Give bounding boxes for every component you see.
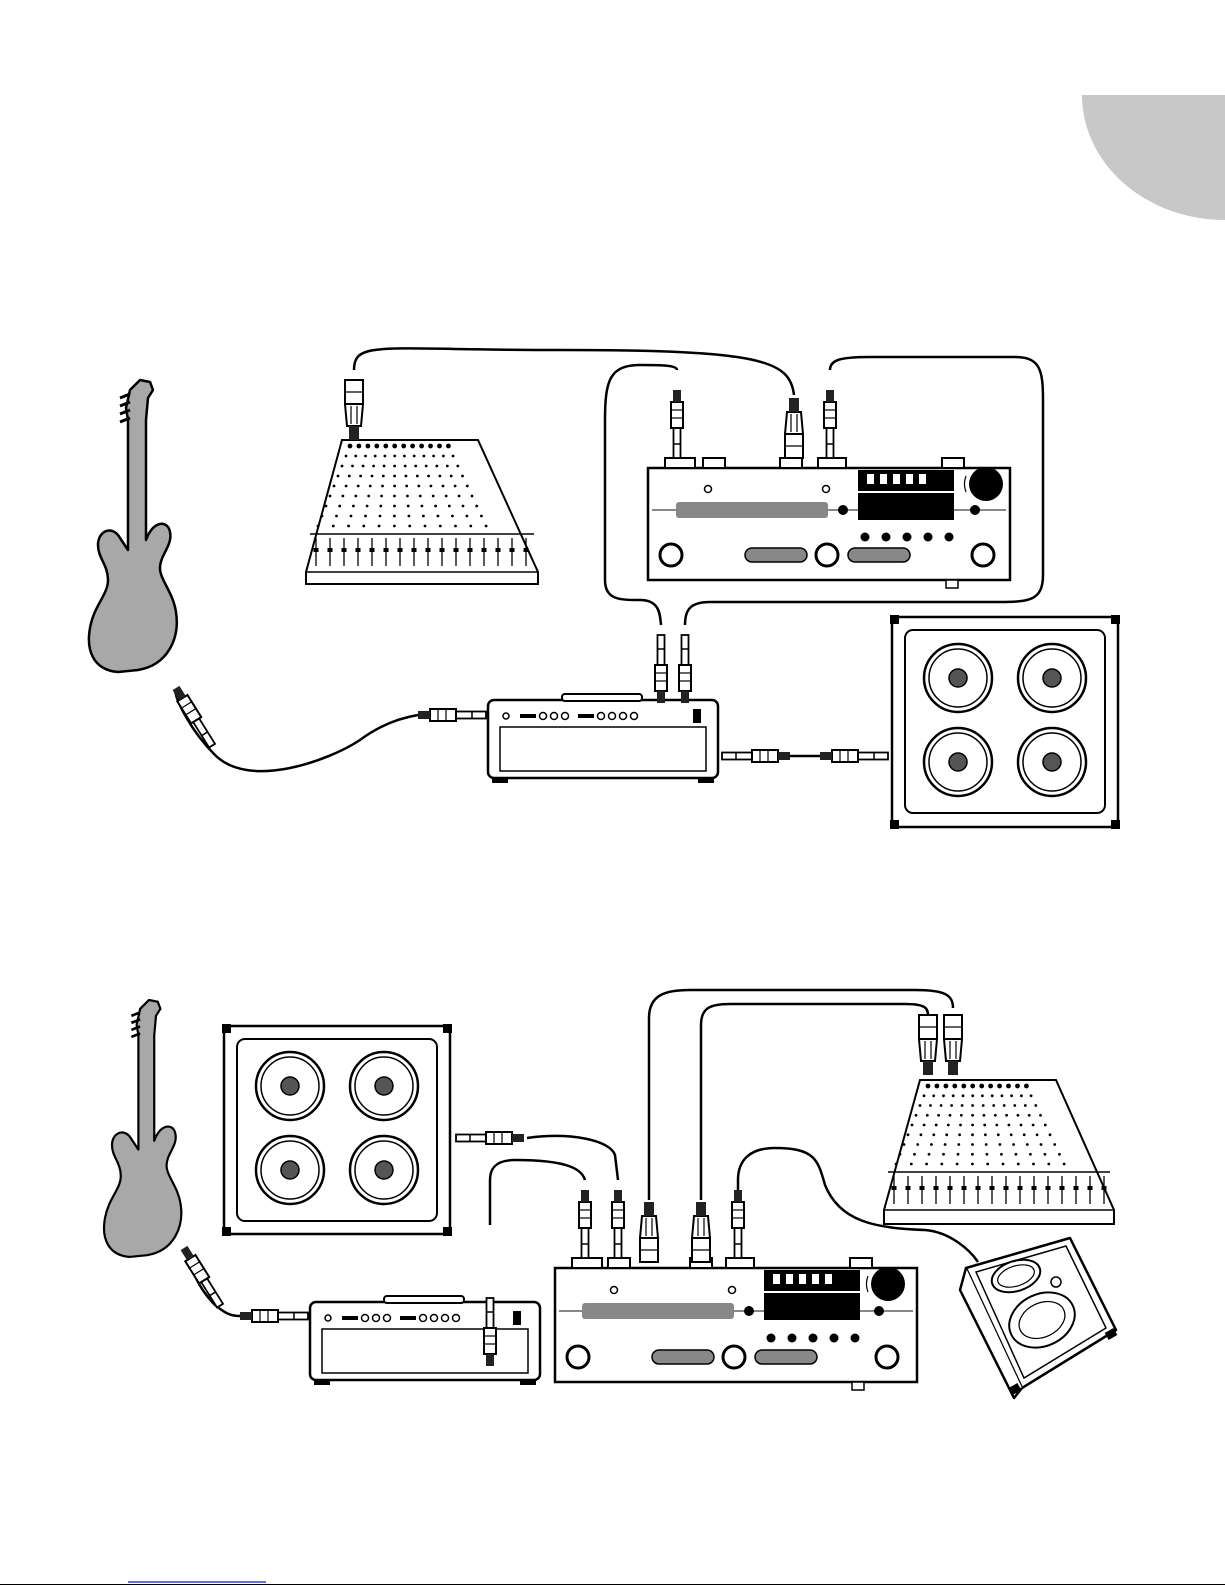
- page-corner-tab: [1082, 95, 1225, 220]
- effects-processor-icon: [555, 1258, 917, 1390]
- electric-guitar-icon: [89, 380, 177, 672]
- mixer-icon: [306, 440, 538, 584]
- diagram-setup-2: [104, 990, 1117, 1398]
- guitar-amp-head-icon: [488, 694, 718, 783]
- guitar-amp-head-icon: [310, 1296, 540, 1385]
- mixer-icon: [884, 1080, 1114, 1224]
- electric-guitar-icon: [104, 1000, 181, 1257]
- effects-processor-icon: [648, 458, 1010, 588]
- speaker-cabinet-icon: [890, 615, 1120, 829]
- speaker-cabinet-icon: [222, 1024, 452, 1236]
- diagram-setup-1: [89, 348, 1120, 829]
- stage-monitor-icon: [960, 1238, 1117, 1398]
